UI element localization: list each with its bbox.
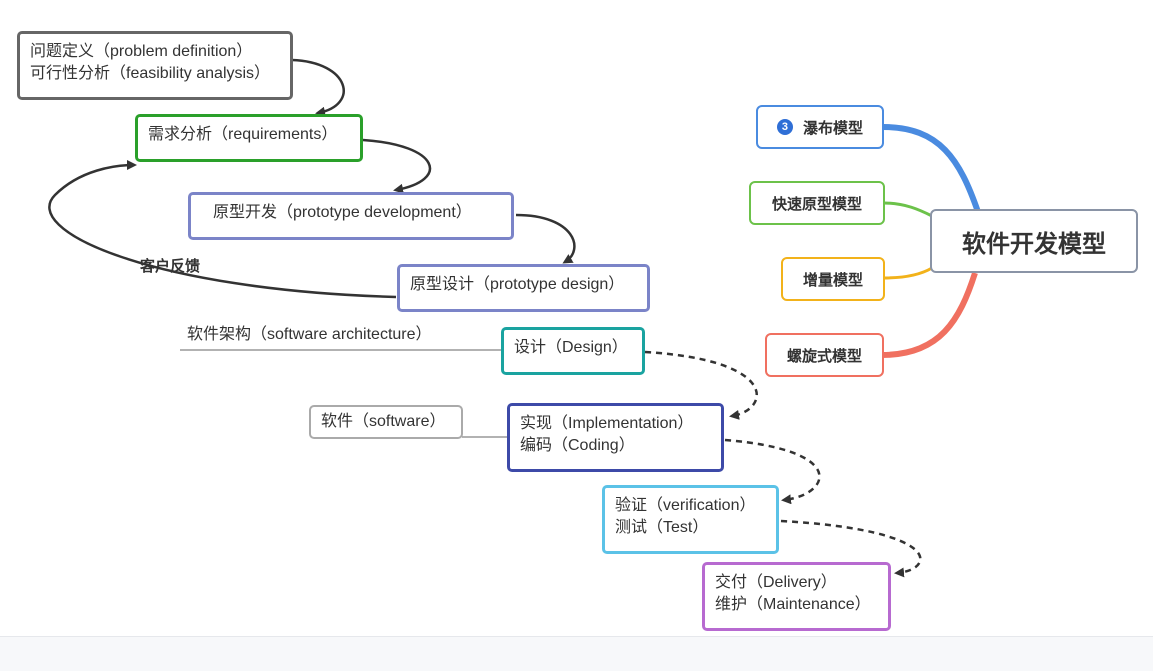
node-verification[interactable]: 验证（verification） 测试（Test） [602, 485, 779, 554]
branch-rapid-curve [883, 201, 933, 218]
arrow-requirements-to-prototype-dev [362, 138, 431, 194]
branch-spiral-label: 螺旋式模型 [786, 347, 862, 365]
branch-rapid-prototype[interactable]: 快速原型模型 [749, 181, 885, 225]
node-problem-definition-line2: 可行性分析（feasibility analysis） [30, 65, 271, 82]
mindmap-center-node[interactable]: 软件开发模型 [930, 209, 1138, 273]
mindmap-center-label: 软件开发模型 [962, 230, 1106, 258]
node-software-label: 软件（software） [321, 413, 446, 430]
branch-incremental[interactable]: 增量模型 [781, 257, 885, 301]
branch-waterfall-label: 瀑布模型 [802, 119, 863, 137]
node-design[interactable]: 设计（Design） [501, 327, 645, 375]
node-prototype-development-label: 原型开发（prototype development） [213, 204, 472, 221]
branch-spiral[interactable]: 螺旋式模型 [765, 333, 884, 377]
priority-3-icon: 3 [776, 119, 793, 135]
branch-incremental-curve [883, 266, 933, 280]
node-prototype-development[interactable]: 原型开发（prototype development） [188, 192, 514, 240]
node-design-label: 设计（Design） [514, 339, 628, 356]
node-software[interactable]: 软件（software） [309, 405, 463, 439]
node-verification-line1: 验证（verification） [615, 497, 756, 514]
branch-rapid-prototype-label: 快速原型模型 [771, 195, 862, 213]
arrow-prototype-dev-to-design [515, 213, 576, 264]
branch-spiral-curve [881, 272, 978, 358]
node-prototype-design[interactable]: 原型设计（prototype design） [397, 264, 650, 312]
branch-waterfall-curve [882, 124, 981, 213]
node-requirements[interactable]: 需求分析（requirements） [135, 114, 363, 162]
node-implementation-line2: 编码（Coding） [520, 437, 635, 454]
node-prototype-design-label: 原型设计（prototype design） [410, 276, 625, 293]
feedback-loop-arrow [48, 160, 397, 299]
node-problem-definition-line1: 问题定义（problem definition） [30, 43, 253, 60]
node-delivery-line2: 维护（Maintenance） [715, 596, 871, 613]
node-requirements-label: 需求分析（requirements） [148, 126, 338, 143]
node-implementation[interactable]: 实现（Implementation） 编码（Coding） [507, 403, 724, 472]
arrow-problem-to-requirements [291, 58, 345, 117]
customer-feedback-label: 客户反馈 [140, 258, 201, 275]
arrow-verification-to-delivery [780, 519, 922, 578]
node-delivery-line1: 交付（Delivery） [715, 574, 837, 591]
node-problem-definition[interactable]: 问题定义（problem definition） 可行性分析（feasibili… [17, 31, 293, 100]
bottom-bar [0, 636, 1153, 671]
arrow-design-to-implementation [644, 350, 758, 420]
node-implementation-line1: 实现（Implementation） [520, 415, 694, 432]
branch-waterfall[interactable]: 3 瀑布模型 [756, 105, 884, 149]
software-architecture-label: 软件架构（software architecture） [187, 326, 432, 343]
node-delivery[interactable]: 交付（Delivery） 维护（Maintenance） [702, 562, 891, 631]
node-verification-line2: 测试（Test） [615, 519, 709, 536]
arrow-implementation-to-verification [724, 438, 821, 505]
branch-incremental-label: 增量模型 [802, 271, 863, 289]
